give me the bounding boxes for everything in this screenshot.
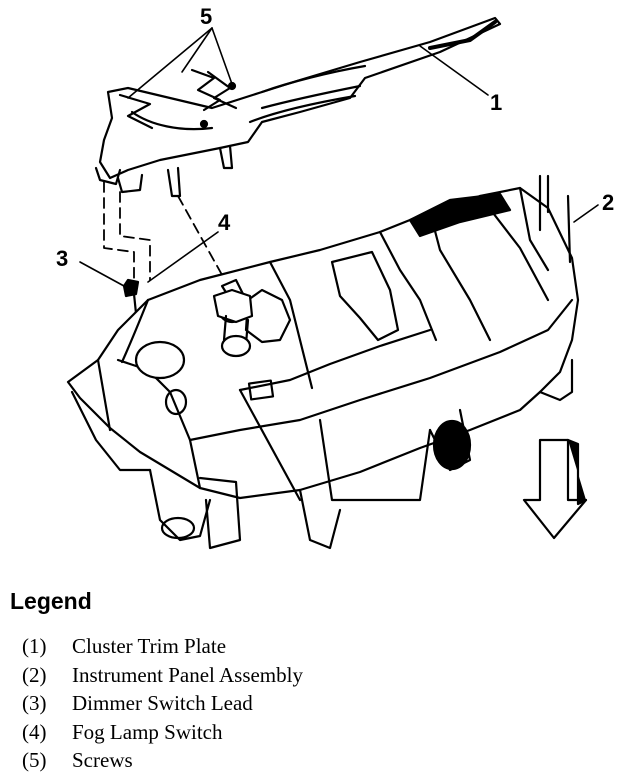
legend-item: (1) Cluster Trim Plate — [22, 632, 303, 661]
legend-item: (3) Dimmer Switch Lead — [22, 689, 303, 718]
legend-item-number: (1) — [22, 634, 47, 658]
callout-2: 2 — [602, 190, 614, 215]
legend-item-number: (2) — [22, 662, 47, 687]
legend-item-label: Instrument Panel Assembly — [72, 662, 303, 687]
callout-3: 3 — [56, 246, 68, 271]
callout-5: 5 — [200, 4, 212, 29]
cluster-trim-plate — [94, 16, 502, 198]
instrument-panel-assembly — [66, 174, 580, 550]
legend-item-label: Fog Lamp Switch — [72, 719, 223, 744]
legend-list: (1) Cluster Trim Plate (2) Instrument Pane… — [22, 632, 303, 775]
callout-1: 1 — [490, 90, 502, 115]
legend-item-label: Dimmer Switch Lead — [72, 691, 253, 715]
down-arrow-icon — [522, 438, 588, 540]
exploded-view-diagram: 5 1 2 3 4 — [56, 4, 614, 550]
legend-item: (2) Instrument Panel Assembly — [22, 661, 303, 690]
fog-lamp-switch — [212, 288, 254, 358]
legend-item-number: (5) — [22, 748, 47, 772]
legend-item-label: Screws — [72, 748, 133, 772]
leader-lines — [79, 27, 599, 287]
legend-item: (5) Screws — [22, 746, 303, 775]
legend-item: (4) Fog Lamp Switch — [22, 718, 303, 747]
legend-title: Legend — [10, 588, 92, 614]
legend-item-number: (3) — [22, 691, 47, 715]
legend-item-label: Cluster Trim Plate — [72, 634, 227, 658]
legend-item-number: (4) — [22, 719, 47, 744]
callout-4: 4 — [218, 210, 231, 235]
